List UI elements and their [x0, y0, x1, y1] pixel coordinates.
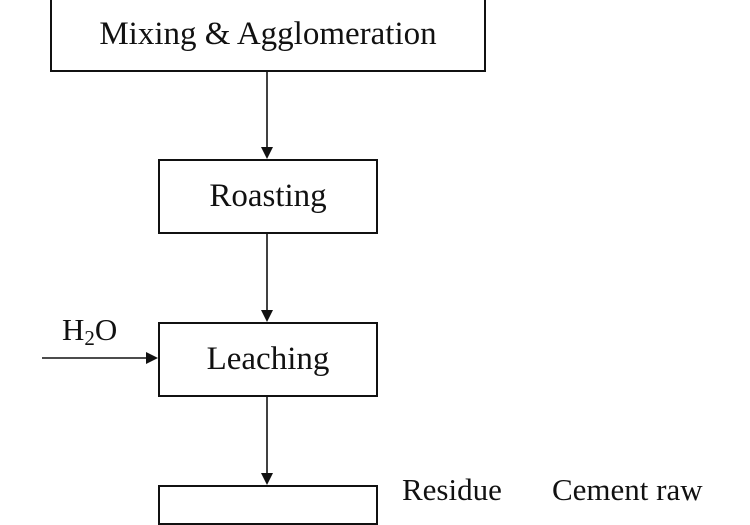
step-label-roasting: Roasting [209, 178, 327, 214]
input-label-h2o: H2O [62, 314, 117, 349]
arrowhead-h2o [146, 352, 158, 364]
step-box-leaching: Leaching [158, 322, 378, 397]
h2o-subscript: 2 [84, 326, 95, 350]
flow-arrows [42, 72, 273, 485]
arrowhead-roasting [261, 147, 273, 159]
arrowhead-leaching [261, 310, 273, 322]
step-label-leaching: Leaching [206, 341, 330, 377]
arrowhead-next [261, 473, 273, 485]
h2o-main: H [62, 312, 85, 347]
h2o-tail: O [94, 312, 118, 347]
step-label-mixing-agglomeration: Mixing & Agglomeration [99, 15, 437, 52]
step-box-mixing-agglomeration: Mixing & Agglomeration [50, 0, 486, 72]
step-box-roasting: Roasting [158, 159, 378, 234]
